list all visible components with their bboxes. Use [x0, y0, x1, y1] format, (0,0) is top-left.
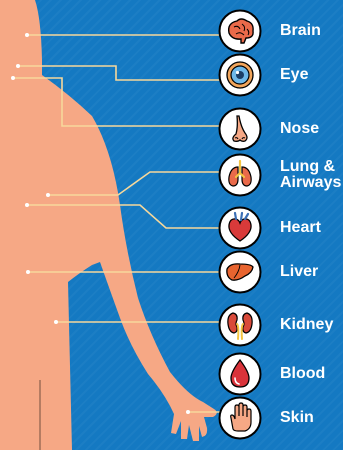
brain-icon	[218, 9, 262, 53]
blood-drop-icon	[218, 352, 262, 396]
organ-item-eye: Eye	[218, 53, 343, 97]
heart-icon	[218, 206, 262, 250]
hand-icon	[218, 396, 262, 440]
organ-label-heart: Heart	[280, 220, 321, 236]
organ-item-kidney: Kidney	[218, 303, 343, 347]
nose-icon	[218, 107, 262, 151]
organ-label-liver: Liver	[280, 264, 318, 280]
organ-label-skin: Skin	[280, 410, 314, 426]
organ-item-heart: Heart	[218, 206, 343, 250]
organ-item-brain: Brain	[218, 9, 343, 53]
organ-label-lungs: Lung & Airways	[280, 159, 343, 191]
organ-item-lungs: Lung & Airways	[218, 153, 343, 197]
organ-item-skin: Skin	[218, 396, 343, 440]
organ-label-nose: Nose	[280, 121, 319, 137]
organ-label-brain: Brain	[280, 23, 321, 39]
eye-icon	[218, 53, 262, 97]
organ-item-blood: Blood	[218, 352, 343, 396]
organ-item-nose: Nose	[218, 107, 343, 151]
organ-label-kidney: Kidney	[280, 317, 333, 333]
organ-label-blood: Blood	[280, 366, 325, 382]
body-silhouette	[0, 0, 217, 450]
liver-icon	[218, 250, 262, 294]
organ-label-eye: Eye	[280, 67, 308, 83]
kidney-icon	[218, 303, 262, 347]
organ-item-liver: Liver	[218, 250, 343, 294]
lungs-icon	[218, 153, 262, 197]
